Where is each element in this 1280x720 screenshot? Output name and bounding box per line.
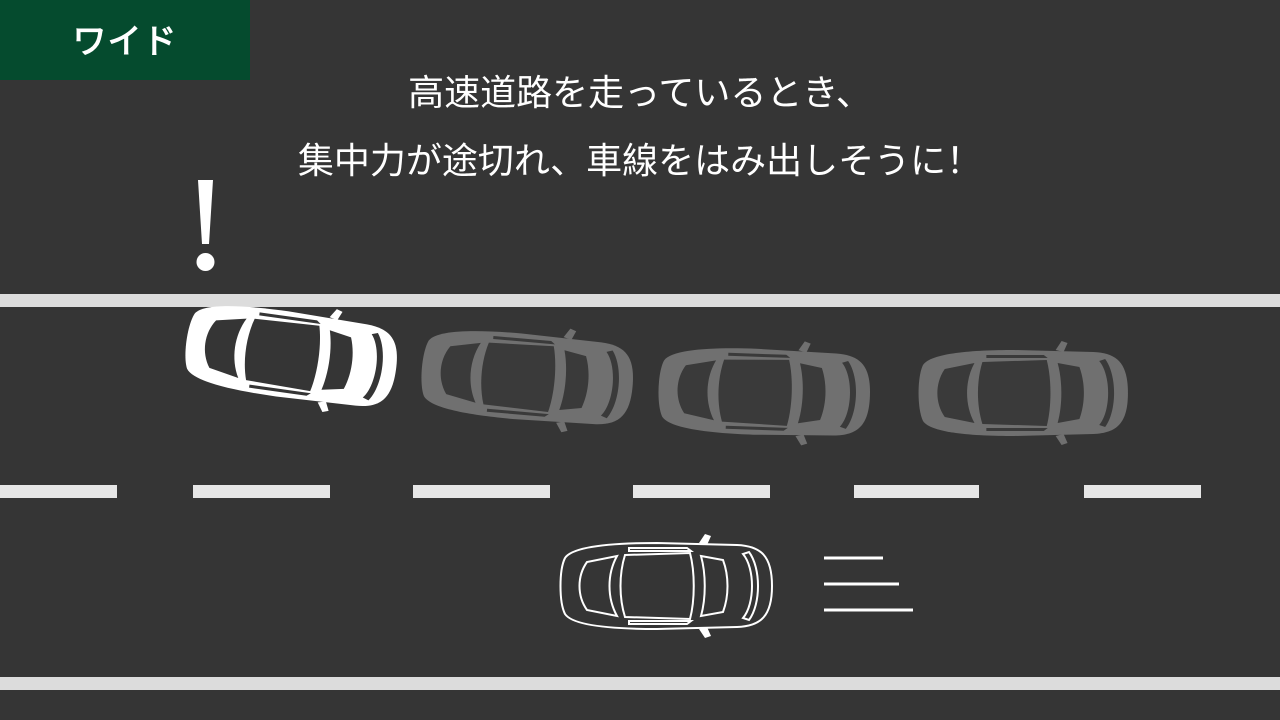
- dash: [413, 485, 550, 498]
- drifting-car-icon: [180, 297, 402, 413]
- dash: [633, 485, 770, 498]
- lane-markings: [0, 294, 1280, 690]
- dash: [854, 485, 979, 498]
- caption-line-2: 集中力が途切れ、車線をはみ出しそうに！: [297, 141, 983, 182]
- mode-badge-label: ワイド: [72, 21, 178, 62]
- ghost-car-icon: [918, 341, 1128, 445]
- lane-line-top: [0, 294, 1280, 307]
- dash: [0, 485, 117, 498]
- lane-line-bottom: [0, 677, 1280, 690]
- other-car-outline-icon: [559, 534, 773, 638]
- dashed-center-line: [0, 485, 1201, 498]
- dash: [1084, 485, 1201, 498]
- ghost-car-icon: [657, 341, 872, 446]
- ghost-car-icon: [418, 325, 637, 433]
- dash: [193, 485, 330, 498]
- car-trail-icon: [418, 325, 1128, 446]
- mode-badge: ワイド: [0, 0, 250, 80]
- caption: 高速道路を走っているとき、 集中力が途切れ、車線をはみ出しそうに！: [0, 60, 1280, 196]
- warning-exclamation-icon: [196, 180, 215, 271]
- speed-lines-icon: [824, 556, 913, 612]
- caption-line-1: 高速道路を走っているとき、: [408, 73, 872, 114]
